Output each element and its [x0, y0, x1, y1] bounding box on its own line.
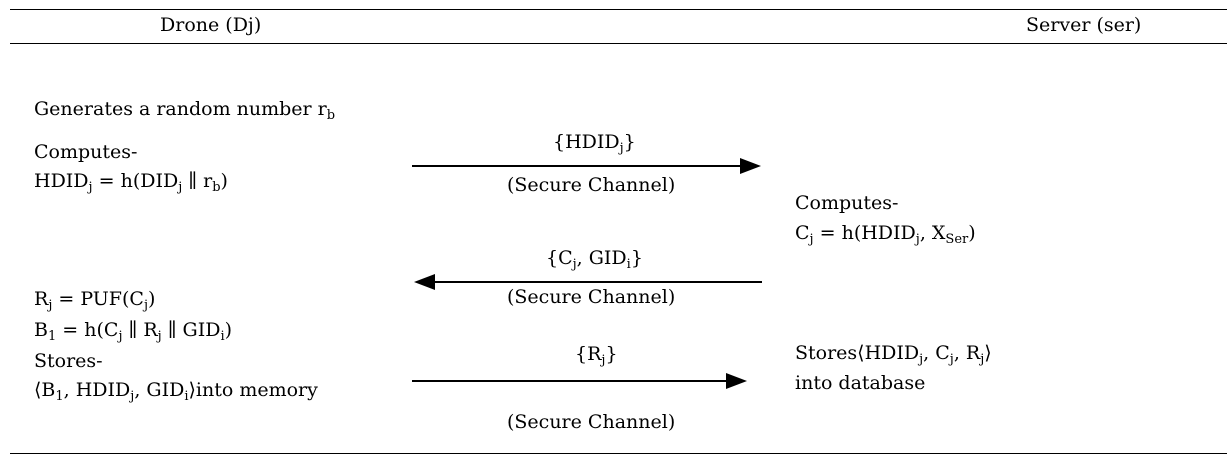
cj-equation: Cj = h(HDIDj, XSer)	[795, 222, 976, 247]
bottom-rule	[10, 453, 1227, 454]
header-rule	[10, 43, 1227, 44]
store-tuple: ⟨B1, HDIDj, GIDi⟩into memory	[34, 379, 318, 404]
message-3-arrow	[412, 373, 747, 389]
generate-random-text: Generates a random number rb	[34, 98, 336, 123]
drone-stores-label: Stores-	[34, 350, 103, 372]
server-header: Server (ser)	[1026, 14, 1142, 36]
message-1-channel: (Secure Channel)	[507, 174, 676, 196]
into-database-text: into database	[795, 372, 926, 394]
server-computes-label: Computes-	[795, 192, 899, 214]
top-rule	[10, 9, 1227, 10]
message-1-label: {HDIDj}	[553, 131, 636, 156]
message-3-label: {Rj}	[575, 343, 618, 368]
message-2-channel: (Secure Channel)	[507, 286, 676, 308]
stores-db-tuple: Stores⟨HDIDj, Cj, Rj⟩	[795, 342, 992, 367]
b1-equation: B1 = h(Cj ∥ Rj ∥ GIDi)	[34, 319, 233, 344]
rj-equation: Rj = PUF(Cj)	[34, 288, 156, 313]
message-1-arrow	[412, 158, 761, 174]
message-3-channel: (Secure Channel)	[507, 411, 676, 433]
drone-header: Drone (Dj)	[160, 14, 262, 36]
message-2-arrow	[414, 274, 762, 290]
message-2-label: {Cj, GIDi}	[546, 247, 643, 272]
drone-computes-label: Computes-	[34, 141, 138, 163]
hdid-equation: HDIDj = h(DIDj ∥ rb)	[34, 170, 228, 195]
